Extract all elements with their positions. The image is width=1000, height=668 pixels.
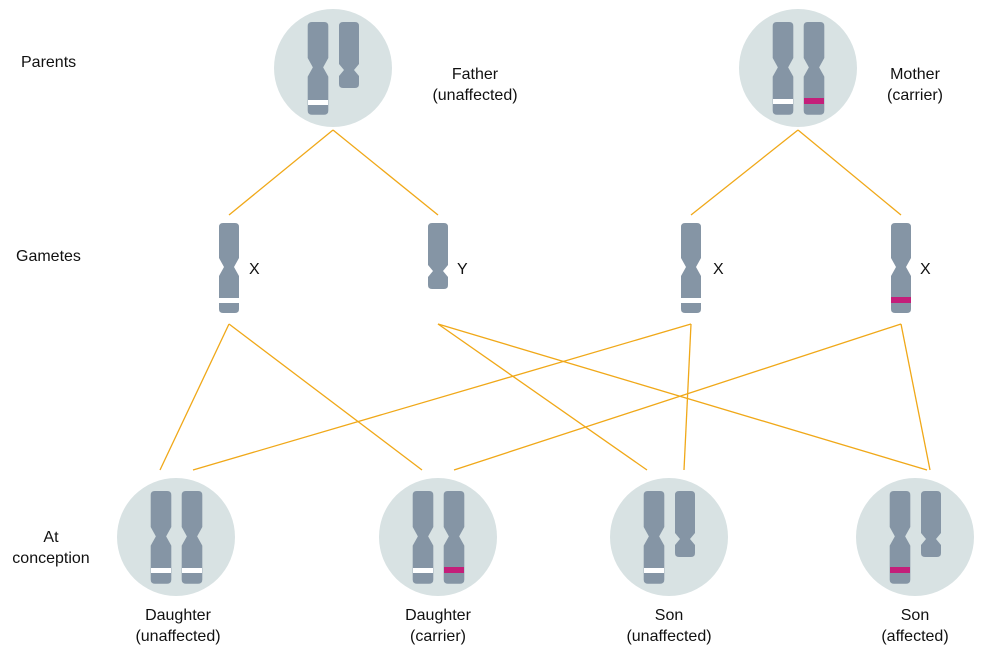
y-chromosome — [675, 491, 695, 557]
gamete-3 — [681, 223, 701, 313]
gamete-1-label: X — [249, 261, 260, 278]
y-chromosome — [921, 491, 941, 557]
mother-status: (carrier) — [887, 87, 943, 104]
offspring-status: (carrier) — [409, 628, 466, 645]
father-circle — [274, 9, 392, 127]
connector-line — [797, 129, 902, 216]
gamete-1 — [219, 223, 239, 313]
offspring-name: Daughter — [145, 607, 211, 624]
offspring-circle — [856, 478, 974, 596]
connector-line — [228, 323, 423, 471]
offspring-name: Son — [654, 607, 684, 624]
row-label-gametes: Gametes — [16, 248, 81, 265]
offspring-status: (unaffected) — [135, 628, 221, 645]
offspring-status: (unaffected) — [626, 628, 712, 645]
mutant-band — [804, 98, 824, 104]
offspring-2-karyotype — [379, 478, 497, 596]
normal-band — [644, 568, 664, 573]
row-label-parents: Parents — [21, 54, 77, 71]
offspring-circle — [610, 478, 728, 596]
offspring-3-label: Son (unaffected) — [626, 605, 711, 647]
mutant-band — [890, 567, 910, 573]
offspring-2-label: Daughter (carrier) — [405, 605, 471, 647]
normal-band — [151, 568, 171, 573]
father-name: Father — [451, 66, 499, 83]
father-status: (unaffected) — [432, 87, 518, 104]
normal-band — [681, 298, 701, 303]
gamete-2-label: Y — [457, 261, 468, 278]
normal-band — [413, 568, 433, 573]
offspring-circle — [117, 478, 235, 596]
offspring-name: Daughter — [405, 607, 471, 624]
gamete-4-label: X — [920, 261, 931, 278]
normal-band — [773, 99, 793, 104]
connector-line — [900, 323, 931, 471]
father-label: Father (unaffected) — [432, 64, 517, 106]
gamete-4 — [891, 223, 911, 313]
offspring-status: (affected) — [881, 628, 949, 645]
connector-line — [192, 323, 692, 471]
gamete-2 — [428, 223, 448, 289]
connector-line — [690, 129, 799, 216]
normal-band — [219, 298, 239, 303]
connector-line — [437, 323, 928, 471]
row-label-conception-line2: conception — [12, 550, 90, 567]
mother-karyotype — [739, 9, 857, 127]
y-chromosome — [428, 223, 448, 289]
mother-label: Mother (carrier) — [887, 64, 943, 106]
offspring-4-karyotype — [856, 478, 974, 596]
connector-line — [332, 129, 439, 216]
offspring-name: Son — [900, 607, 930, 624]
normal-band — [308, 100, 328, 105]
father-karyotype — [274, 9, 392, 127]
connector-line — [159, 323, 230, 471]
connector-line — [437, 323, 648, 471]
offspring-4-label: Son (affected) — [881, 605, 948, 647]
normal-band — [182, 568, 202, 573]
offspring-3-karyotype — [610, 478, 728, 596]
row-label-conception: At conception — [12, 527, 89, 569]
gamete-3-label: X — [713, 261, 724, 278]
offspring-1-label: Daughter (unaffected) — [135, 605, 220, 647]
connector-line — [228, 129, 334, 216]
father-y-chromosome — [339, 22, 359, 88]
connector-line — [453, 323, 902, 471]
connector-lines — [159, 129, 931, 471]
mutant-band — [444, 567, 464, 573]
mutant-band — [891, 297, 911, 303]
connector-line — [683, 323, 692, 471]
offspring-1-karyotype — [117, 478, 235, 596]
mother-circle — [739, 9, 857, 127]
offspring-circle — [379, 478, 497, 596]
mother-name: Mother — [890, 66, 940, 83]
row-label-conception-line1: At — [43, 529, 59, 546]
